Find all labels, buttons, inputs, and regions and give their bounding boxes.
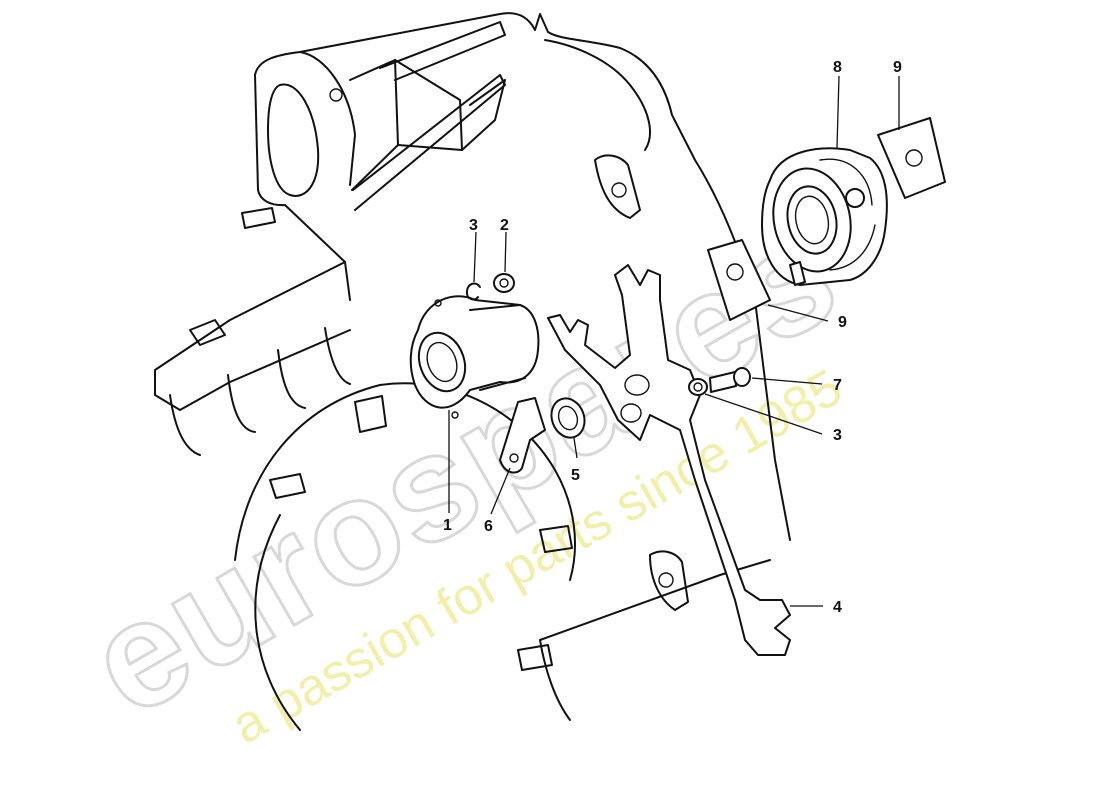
callout-4: 4 <box>833 599 842 616</box>
part-8-release-bearing <box>761 147 888 286</box>
part-9-clip-upper <box>877 117 946 199</box>
transmission-housing <box>154 12 791 731</box>
callout-7: 7 <box>833 377 842 394</box>
callout-labels: 1 2 3 3 4 5 6 7 8 9 9 <box>443 59 902 616</box>
callout-3-lower: 3 <box>833 427 842 444</box>
callout-8: 8 <box>833 59 842 76</box>
part-2-nut <box>493 273 515 293</box>
part-7-bolt <box>709 367 751 393</box>
part-6-bracket <box>499 397 546 474</box>
callout-1: 1 <box>443 517 452 534</box>
callout-9-upper: 9 <box>893 59 902 76</box>
part-3-washer-upper <box>465 282 481 301</box>
callout-2: 2 <box>500 217 509 234</box>
part-5-bushing <box>550 397 586 439</box>
callout-9-lower: 9 <box>838 314 847 331</box>
callout-6: 6 <box>484 518 493 535</box>
callout-5: 5 <box>571 467 580 484</box>
part-9-clip-lower <box>707 239 771 321</box>
leader-lines <box>448 75 900 607</box>
part-4-release-fork <box>547 264 791 656</box>
part-1-guide-tube <box>409 295 540 419</box>
callout-3-upper: 3 <box>469 217 478 234</box>
part-3-washer-lower <box>688 378 708 396</box>
